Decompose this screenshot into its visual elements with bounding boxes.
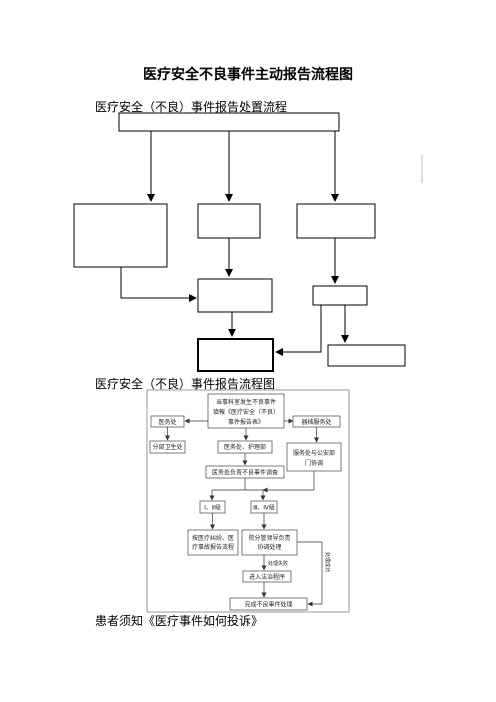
flow1-side-box bbox=[327, 344, 406, 367]
flow1-right-box bbox=[296, 203, 376, 239]
edge-success-label: 处理成功 bbox=[324, 552, 331, 572]
node-legal bbox=[242, 570, 292, 583]
node-security-line2: 门协调 bbox=[305, 459, 323, 467]
node-level-high-label: Ⅰ、Ⅱ级 bbox=[204, 504, 221, 512]
node-start-line1: 当事科室发生不良事件 bbox=[216, 398, 276, 406]
node-start-line2: 填報《医疗安全（不良） bbox=[213, 408, 279, 416]
edge-feedback-loop bbox=[297, 541, 323, 607]
node-level-low-label: Ⅲ、Ⅳ级 bbox=[253, 504, 275, 512]
node-dispute-line2: 疗事故报告流程 bbox=[192, 543, 234, 551]
node-complete bbox=[229, 597, 308, 611]
flow1-center-box bbox=[197, 278, 273, 313]
flow1-final-box bbox=[197, 338, 274, 372]
node-security-coord bbox=[286, 442, 342, 472]
edge-security-to-merge bbox=[262, 471, 315, 493]
flow1-arrow-right-to-final bbox=[275, 305, 322, 356]
node-logistics-dept-label: 器械服务处 bbox=[301, 418, 331, 426]
node-coordinate-line1: 院分管领导负责 bbox=[248, 534, 290, 542]
node-coordinate-line2: 协调处理 bbox=[257, 543, 281, 551]
section-heading-disposal-flow: 医疗安全（不良）事件报告处置流程 bbox=[95, 100, 288, 114]
node-branch-label: 分部卫生处 bbox=[152, 443, 182, 451]
section-heading-report-flow: 医疗安全（不良）事件报告流程图 bbox=[95, 377, 276, 391]
node-start bbox=[207, 393, 285, 429]
flow1-right-lower-box bbox=[312, 285, 368, 306]
node-dispute-process bbox=[187, 529, 239, 556]
flow1-arrow-left-to-center bbox=[120, 267, 197, 302]
node-medical-dept-label: 医务处 bbox=[158, 418, 176, 426]
disposal-flowchart bbox=[73, 112, 423, 372]
node-branch bbox=[149, 440, 186, 454]
node-security-line1: 服务处与公安部 bbox=[293, 449, 335, 457]
node-start-line3: 事件报告表》 bbox=[228, 418, 264, 426]
edge-failure-label: 处理失败 bbox=[268, 560, 288, 567]
node-nursing-dept-label: 医务处、护理部 bbox=[224, 443, 266, 451]
node-legal-label: 进入法治程序 bbox=[249, 573, 285, 581]
node-coordinate bbox=[241, 529, 298, 556]
node-dispute-line1: 按医疗纠纷、医 bbox=[192, 534, 234, 542]
page-title: 医疗安全不良事件主动报告流程图 bbox=[143, 67, 353, 83]
node-investigation-label: 医务处负责不良事件调查 bbox=[212, 469, 278, 477]
section-heading-patient-notice: 患者须知《医疗事件如何投诉》 bbox=[95, 614, 264, 628]
node-complete-label: 完成不良事件处理 bbox=[244, 601, 292, 609]
